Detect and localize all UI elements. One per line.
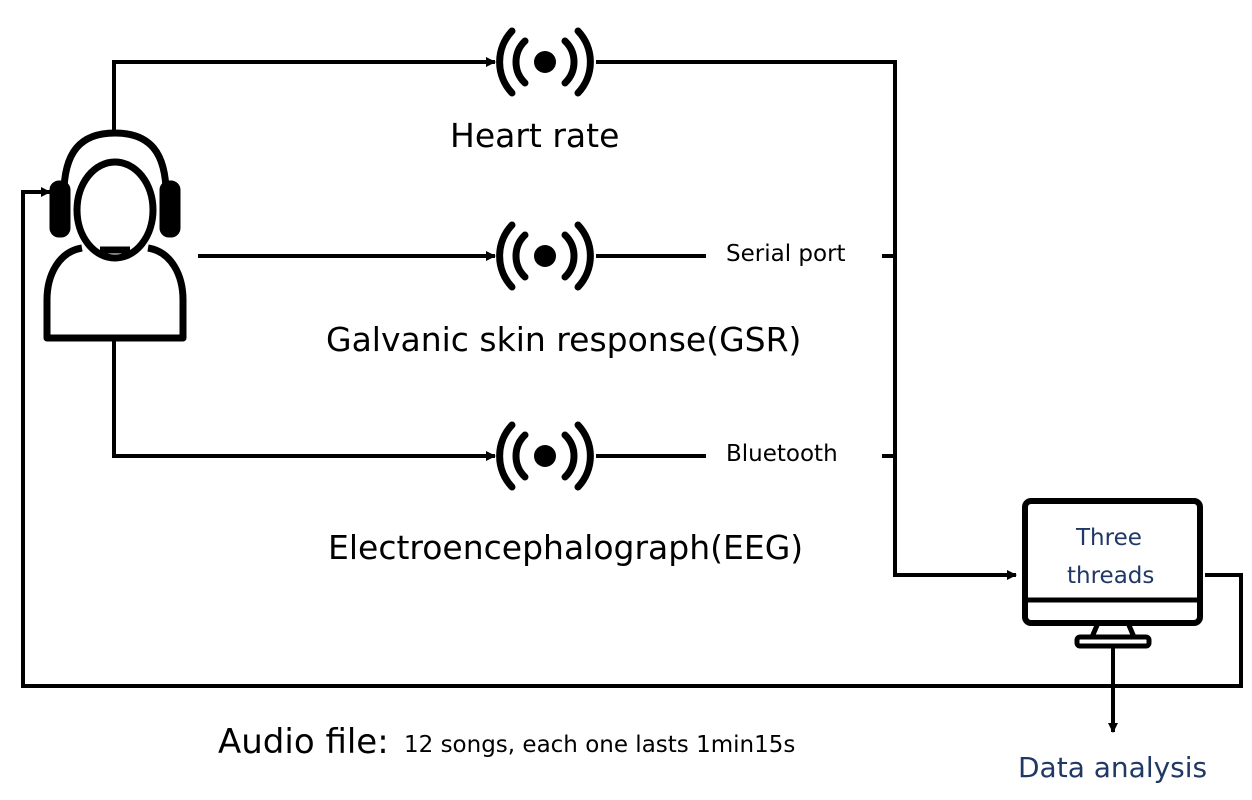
audio-file-details: 12 songs, each one lasts 1min15s [404,732,796,758]
heart-rate-output-line [596,60,1017,580]
data-analysis-label: Data analysis [1018,751,1208,784]
user-headset-icon [43,129,187,342]
eeg-label: Electroencephalograph(EEG) [328,528,804,567]
heart-rate-arrow [112,57,496,130]
audio-file-title: Audio file: [218,722,389,762]
computer-label-line1: Three [1076,525,1142,551]
bluetooth-label: Bluetooth [726,441,838,467]
eeg-arrow [112,340,496,461]
gsr-label: Galvanic skin response(GSR) [326,320,802,359]
desktop-monitor-icon [1022,498,1203,649]
computer-label-line2: threads [1067,563,1155,589]
serial-port-label: Serial port [726,241,846,267]
wireless-sensor-icon [496,27,594,97]
heart-rate-label: Heart rate [450,116,620,155]
wireless-sensor-icon [496,221,594,291]
audio-feedback-line [21,187,1243,688]
wireless-sensor-icon [496,421,594,491]
